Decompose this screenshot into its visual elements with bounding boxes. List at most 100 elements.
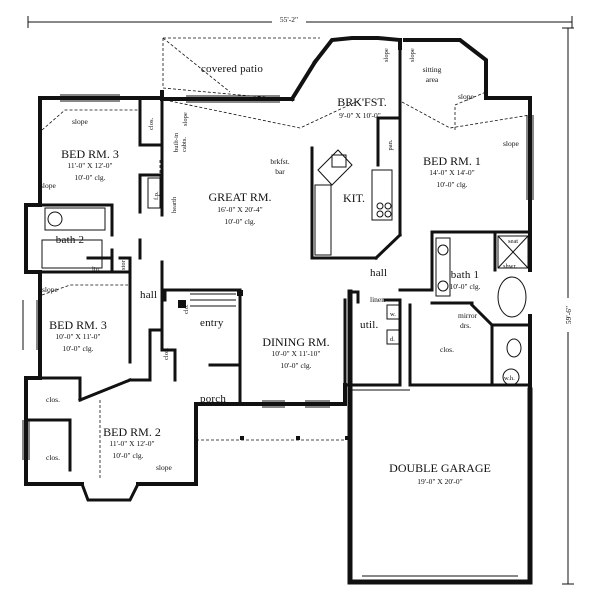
- entry-label: entry: [200, 317, 224, 329]
- bed-rm-2-size: 11'-0" X 12'-0": [109, 439, 154, 448]
- shower-label: shwr.: [503, 263, 517, 270]
- bath-1-clg: 10'-0" clg.: [449, 282, 480, 291]
- room-labels: covered patio BRK'FST. 9'-0" X 10'-0" si…: [49, 63, 491, 486]
- bed-rm-3-mid-name: BED RM. 3: [49, 318, 107, 332]
- dining-rm-size: 10'-0" X 11'-10": [272, 349, 321, 358]
- bath-1-sink-icon: [437, 280, 449, 292]
- dining-rm-clg: 10'-0" clg.: [280, 361, 311, 370]
- bed-rm-2-clg: 10'-0" clg.: [112, 451, 143, 460]
- overall-depth-dimension: 59'-6": [562, 27, 575, 585]
- bath-closet-label: clos.: [440, 345, 454, 354]
- great-rm-size: 16'-0" X 20'-4": [217, 205, 263, 214]
- minor-labels: slope slope slope slope slope slope slop…: [40, 48, 520, 472]
- hall-right-label: hall: [370, 267, 387, 279]
- porch-post-icon: [345, 436, 349, 440]
- porch-post-icon: [296, 436, 300, 440]
- sitting-area-line2: area: [426, 75, 439, 84]
- entry-closet-label: clo.: [183, 304, 190, 314]
- bed-2-closet-label: clos.: [46, 453, 60, 462]
- bed-rm-3-top-clg: 10'-0" clg.: [74, 173, 105, 182]
- fireplace-icon: [147, 177, 161, 209]
- kitchen-sink-icon: [331, 154, 347, 168]
- hall-left-label: hall: [140, 289, 157, 301]
- washer-icon: [386, 304, 400, 320]
- utility-label: util.: [360, 319, 378, 331]
- linen-label: linen: [370, 295, 385, 304]
- brkfst-name: BRK'FST.: [337, 95, 387, 109]
- overall-width-label: 55'-2": [280, 15, 298, 24]
- bed-rm-3-mid-size: 10'-0" X 11'-0": [55, 332, 100, 341]
- dining-rm-name: DINING RM.: [262, 335, 329, 349]
- water-heater-icon: [502, 368, 520, 386]
- slope-label: slope: [42, 285, 59, 294]
- windows: [22, 94, 534, 460]
- double-garage-size: 19'-0" X 20'-0": [417, 477, 463, 486]
- bath-1-vanity: [435, 237, 451, 297]
- kitchen-counter-right: [371, 169, 393, 221]
- great-rm-clg: 10'-0" clg.: [224, 217, 255, 226]
- brkfst-bar-line1: brkfst.: [270, 157, 289, 166]
- closet-label: clos.: [148, 118, 155, 130]
- slope-label: slope: [156, 463, 173, 472]
- bath-1-tub: [497, 276, 527, 318]
- bath-2-name: bath 2: [56, 234, 84, 246]
- linen-closet-label: lin.: [92, 266, 101, 273]
- mirror-drs-label: drs.: [460, 321, 471, 330]
- slope-label: slope: [383, 48, 390, 62]
- porch-post-icon: [240, 436, 244, 440]
- porch-label: porch: [200, 393, 226, 405]
- slope-label: slope: [503, 139, 520, 148]
- bath-2-sink-icon: [47, 211, 63, 227]
- brkfst-size: 9'-0" X 10'-0": [339, 111, 381, 120]
- toilet-icon: [506, 338, 522, 358]
- storage-label: stor: [120, 259, 127, 270]
- washer-label: w.: [390, 311, 396, 318]
- bath-1-name: bath 1: [451, 269, 479, 281]
- shower-stall: [497, 235, 529, 269]
- range-burner-icon: [384, 210, 392, 218]
- covered-patio-label: covered patio: [201, 63, 263, 75]
- bed-rm-1-name: BED RM. 1: [423, 154, 481, 168]
- built-in-label: built-in: [173, 132, 180, 152]
- exterior-walls: [24, 36, 533, 585]
- bed-rm-1-size: 14'-0" X 14'-0": [429, 168, 475, 177]
- column-icon: [178, 300, 186, 308]
- slope-label: slope: [409, 48, 416, 62]
- brkfst-bar-line2: bar: [275, 167, 285, 176]
- column-icon: [237, 290, 243, 296]
- bed-rm-3-mid-clg: 10'-0" clg.: [62, 344, 93, 353]
- bed-2-closet-label: clos.: [46, 395, 60, 404]
- slope-label: slope: [458, 92, 475, 101]
- cabts-label: cabts.: [181, 137, 188, 152]
- interior-walls: [24, 46, 532, 472]
- sitting-area-line1: sitting: [423, 65, 442, 74]
- entry-tile-hatch: [190, 293, 236, 307]
- bath-2-vanity: [44, 207, 106, 231]
- fireplace-label: f.p.: [153, 191, 160, 200]
- kitchen-counter-left: [314, 184, 332, 256]
- dryer-icon: [386, 329, 400, 345]
- seat-label: seat: [508, 238, 518, 245]
- dryer-label: d.: [390, 336, 395, 343]
- bath-2-tub: [41, 239, 103, 269]
- range-burner-icon: [384, 202, 392, 210]
- mirror-label: mirror: [458, 311, 478, 320]
- kitchen-island: [317, 149, 353, 186]
- range-burner-icon: [376, 210, 384, 218]
- overall-depth-label: 59'-6": [564, 306, 573, 324]
- slope-label: slope: [182, 112, 189, 126]
- hall-closet-label: clos.: [163, 348, 170, 360]
- bed-rm-3-top-size: 11'-0" X 12'-0": [67, 161, 112, 170]
- covered-patio-outline: [162, 37, 320, 101]
- bed-rm-3-top-name: BED RM. 3: [61, 147, 119, 161]
- slope-label: slope: [72, 117, 89, 126]
- water-heater-label: w.h.: [504, 375, 515, 382]
- kit-label: KIT.: [343, 191, 365, 205]
- bath-1-sink-icon: [437, 244, 449, 256]
- great-rm-name: GREAT RM.: [208, 190, 271, 204]
- hearth-label: hearth: [171, 196, 178, 213]
- slope-label: slope: [40, 181, 57, 190]
- fixtures: [41, 149, 529, 441]
- bed-rm-1-clg: 10'-0" clg.: [436, 180, 467, 189]
